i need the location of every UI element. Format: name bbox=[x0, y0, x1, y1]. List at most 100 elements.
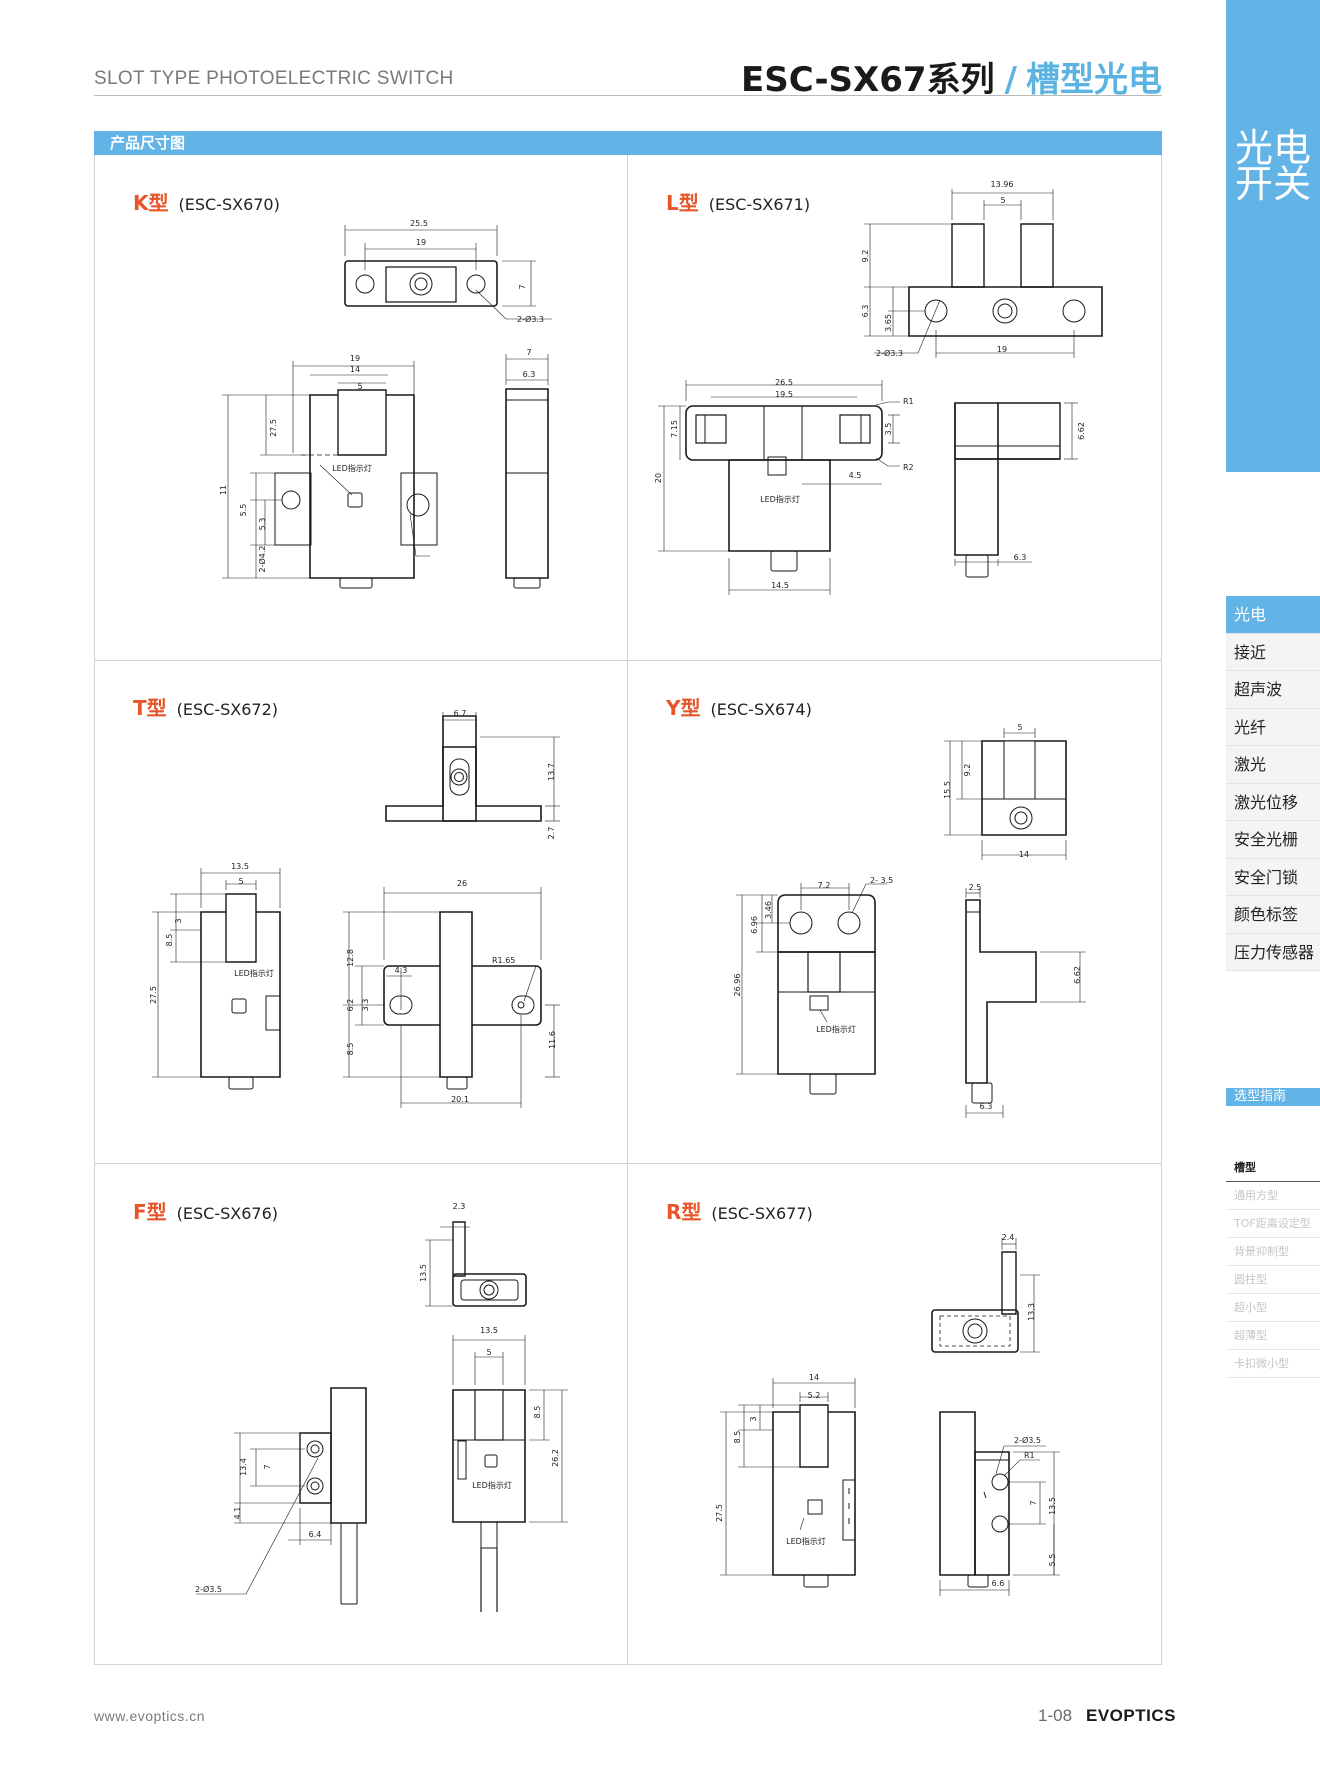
page-title: ESC-SX67系列 / 槽型光电 bbox=[741, 52, 1162, 101]
dim-text: 5.5 bbox=[1048, 1554, 1057, 1567]
dim-text: 14 bbox=[1019, 850, 1029, 859]
dim-text: 2.5 bbox=[969, 883, 982, 892]
page-number: 1-08 bbox=[1038, 1706, 1073, 1725]
guide-item-cylinder[interactable]: 圆柱型 bbox=[1226, 1266, 1320, 1294]
dim-text: 2-Ø4.2 bbox=[257, 546, 267, 573]
dim-text: 7.2 bbox=[818, 881, 831, 890]
header-subtitle: SLOT TYPE PHOTOELECTRIC SWITCH bbox=[94, 68, 454, 89]
sidebar-item-pressure[interactable]: 压力传感器 bbox=[1226, 933, 1320, 971]
panel-label-k: K型 (ESC-SX670) bbox=[133, 187, 280, 216]
dim-text: 3 bbox=[174, 918, 183, 923]
drawing-t-top-view: 6.7 13.7 2.7 bbox=[386, 709, 560, 839]
dim-text: 6.62 bbox=[1077, 422, 1086, 440]
dim-text: 11 bbox=[219, 485, 228, 495]
dim-text: 3.5 bbox=[884, 423, 893, 436]
dim-text: 6.3 bbox=[1014, 553, 1027, 562]
dim-text: 26.2 bbox=[551, 1449, 560, 1467]
dim-text: 7 bbox=[526, 348, 531, 357]
dim-text: 13.5 bbox=[480, 1326, 498, 1335]
dim-text: 6.2 bbox=[346, 999, 355, 1012]
dim-text: 5 bbox=[486, 1348, 491, 1357]
dim-text: 27.5 bbox=[149, 986, 158, 1004]
dim-text: 7 bbox=[263, 1464, 272, 1469]
sidebar-item-laser-displacement[interactable]: 激光位移 bbox=[1226, 783, 1320, 821]
guide-item-general-square[interactable]: 通用方型 bbox=[1226, 1182, 1320, 1210]
grid-divider-row-2 bbox=[94, 1163, 1162, 1164]
drawing-l-front-view: 26.5 19.5 R1 7.15 3.5 20 4.5 R2 14.5 LED… bbox=[654, 378, 914, 595]
sidebar-item-fiber[interactable]: 光纤 bbox=[1226, 708, 1320, 746]
dim-text: 13.5 bbox=[231, 862, 249, 871]
selection-guide-list: 槽型 通用方型 TOF距离设定型 背景抑制型 圆柱型 超小型 超薄型 卡扣微小型 bbox=[1226, 1154, 1320, 1378]
dim-text: 13.5 bbox=[419, 1264, 428, 1282]
dim-text: 6.4 bbox=[309, 1530, 322, 1539]
sidebar-item-proximity[interactable]: 接近 bbox=[1226, 633, 1320, 671]
footer-url[interactable]: www.evoptics.cn bbox=[94, 1708, 205, 1724]
sidebar-title: 光电开关 bbox=[1234, 126, 1311, 206]
guide-item-slot[interactable]: 槽型 bbox=[1226, 1154, 1320, 1182]
guide-item-mini[interactable]: 超小型 bbox=[1226, 1294, 1320, 1322]
guide-item-clip-micro[interactable]: 卡扣微小型 bbox=[1226, 1350, 1320, 1378]
selection-guide-header: 选型指南 bbox=[1226, 1088, 1320, 1106]
dim-text: 6.3 bbox=[523, 370, 536, 379]
dim-text: 26 bbox=[457, 879, 467, 888]
sidebar-item-color-label[interactable]: 颜色标签 bbox=[1226, 896, 1320, 934]
dim-text: 3 bbox=[749, 1416, 758, 1421]
panel-label-l: L型 (ESC-SX671) bbox=[666, 187, 810, 216]
dim-text: 6.6 bbox=[992, 1579, 1005, 1588]
panel-model: (ESC-SX677) bbox=[711, 1204, 813, 1223]
sidebar-item-safety-lock[interactable]: 安全门锁 bbox=[1226, 858, 1320, 896]
drawing-t-front-view: 13.5 5 3 8.5 27.5 LED指示灯 bbox=[149, 862, 280, 1089]
dim-text: 5 bbox=[357, 382, 362, 391]
dim-text: 26.5 bbox=[775, 378, 793, 387]
dim-text: 13.96 bbox=[991, 180, 1014, 189]
dim-text: R1 bbox=[1024, 1451, 1035, 1460]
sidebar-category-tab: 光电开关 bbox=[1226, 0, 1320, 472]
title-divider: / bbox=[1004, 60, 1017, 100]
dim-text: 13.5 bbox=[1048, 1497, 1057, 1515]
drawing-l-side-view: 6.62 6.3 bbox=[955, 403, 1086, 577]
guide-item-bgs[interactable]: 背景抑制型 bbox=[1226, 1238, 1320, 1266]
dim-text: 5.5 bbox=[239, 504, 248, 517]
dim-text: 6.3 bbox=[861, 305, 870, 318]
led-label: LED指示灯 bbox=[234, 968, 274, 978]
sidebar-item-photoelectric[interactable]: 光电 bbox=[1226, 596, 1320, 634]
sidebar-nav: 光电 接近 超声波 光纤 激光 激光位移 安全光栅 安全门锁 颜色标签 压力传感… bbox=[1226, 596, 1320, 971]
dim-text: 6.96 bbox=[750, 916, 759, 934]
header-rule bbox=[94, 95, 1162, 96]
sidebar-item-ultrasonic[interactable]: 超声波 bbox=[1226, 671, 1320, 709]
sidebar-item-safety-curtain[interactable]: 安全光栅 bbox=[1226, 821, 1320, 859]
led-label: LED指示灯 bbox=[816, 1024, 856, 1034]
dim-text: 14 bbox=[809, 1373, 819, 1382]
drawing-f-top-view: 2.3 13.5 bbox=[419, 1202, 526, 1306]
dim-text: 9.2 bbox=[963, 764, 972, 777]
guide-item-thin[interactable]: 超薄型 bbox=[1226, 1322, 1320, 1350]
drawing-t-back-view: 26 12.8 4.3 R1.65 6.2 3.3 8.5 11.6 20.1 bbox=[343, 879, 560, 1108]
panel-label-y: Y型 (ESC-SX674) bbox=[666, 692, 812, 721]
brand-logo: EVOPTICS bbox=[1086, 1706, 1176, 1725]
dim-text: 2-Ø3.3 bbox=[517, 314, 544, 324]
sidebar-item-laser[interactable]: 激光 bbox=[1226, 746, 1320, 784]
dim-text: 19 bbox=[997, 345, 1007, 354]
panel-model: (ESC-SX672) bbox=[176, 700, 279, 719]
dim-text: 13.7 bbox=[547, 763, 556, 781]
series-name: ESC-SX67系列 bbox=[741, 60, 995, 100]
dim-text: 6.3 bbox=[980, 1102, 993, 1111]
dim-text: 3.3 bbox=[361, 999, 370, 1012]
guide-item-tof[interactable]: TOF距离设定型 bbox=[1226, 1210, 1320, 1238]
dim-text: 4.1 bbox=[233, 1507, 242, 1520]
led-label: LED指示灯 bbox=[786, 1536, 826, 1546]
dim-text: 11.6 bbox=[548, 1031, 557, 1049]
drawing-k-side-view: 7 6.3 bbox=[506, 348, 548, 588]
grid-divider-row-1 bbox=[94, 660, 1162, 661]
panel-model: (ESC-SX671) bbox=[708, 195, 811, 214]
dim-text: 14.5 bbox=[771, 581, 789, 590]
drawing-y-side-view: 2.5 6.62 6.3 bbox=[966, 883, 1086, 1118]
dim-text: 4.3 bbox=[395, 966, 408, 975]
drawing-y-top-view: 5 9.2 15.5 14 bbox=[943, 723, 1066, 860]
dim-text: 5 bbox=[1017, 723, 1022, 732]
dim-text: 3.65 bbox=[884, 314, 893, 332]
dim-text: 7 bbox=[1029, 1500, 1038, 1505]
dim-text: 8.5 bbox=[165, 934, 174, 947]
dim-text: 14 bbox=[350, 365, 360, 374]
